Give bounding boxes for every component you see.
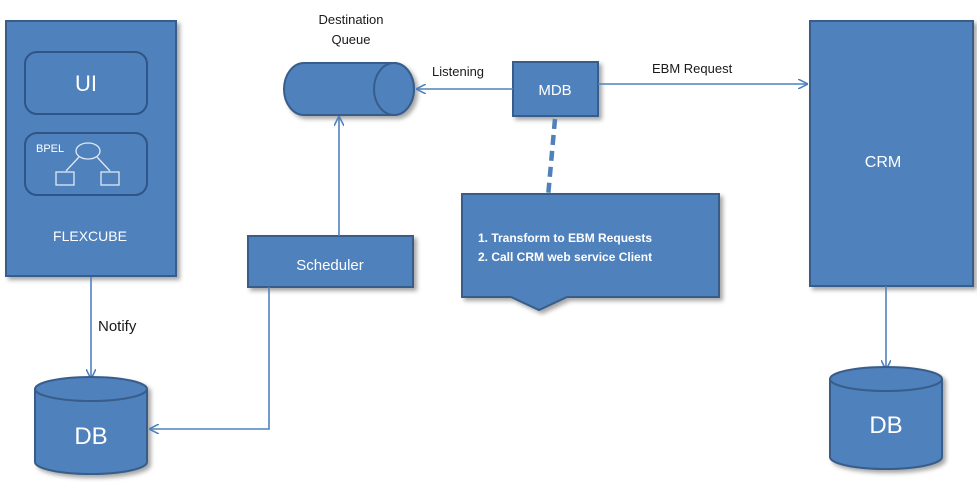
db-left-label: DB — [74, 423, 107, 450]
ui-label: UI — [75, 71, 97, 96]
db-left-cylinder — [34, 376, 148, 475]
crm-label: CRM — [865, 154, 901, 171]
bpel-label: BPEL — [36, 143, 64, 155]
queue-title-line2: Queue — [331, 32, 370, 47]
crm-box — [809, 20, 974, 287]
callout-item-2: 2. Call CRM web service Client — [478, 250, 652, 264]
scheduler-label: Scheduler — [296, 257, 364, 274]
db-right-cylinder — [829, 366, 943, 470]
bpel-box: BPEL — [24, 132, 148, 196]
ui-box: UI — [24, 51, 148, 115]
mdb-label: MDB — [538, 82, 571, 99]
destination-queue-cylinder — [283, 62, 415, 116]
db-right-label: DB — [869, 412, 902, 439]
notify-label: Notify — [98, 318, 137, 335]
callout-shape — [461, 193, 720, 312]
ebm-request-label: EBM Request — [652, 61, 733, 76]
scheduler-box — [247, 235, 414, 288]
scheduler-to-db-arrow — [150, 287, 270, 429]
listening-label: Listening — [432, 64, 484, 79]
bpel-process-icon — [55, 142, 120, 186]
callout-item-1: 1. Transform to EBM Requests — [478, 231, 652, 245]
queue-title-line1: Destination — [318, 12, 383, 27]
flexcube-label: FLEXCUBE — [53, 228, 127, 244]
